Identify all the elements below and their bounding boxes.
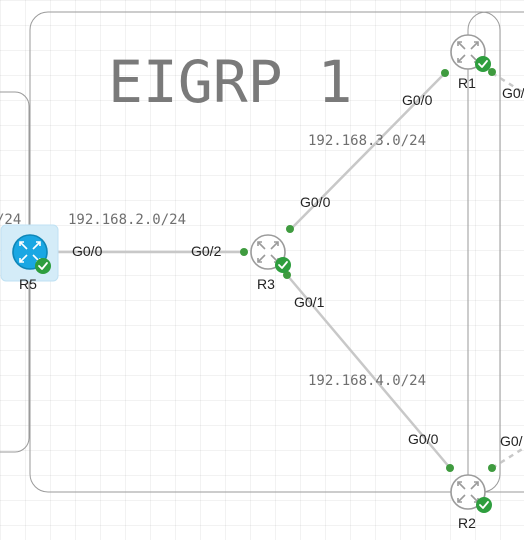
iface-label-r1-g00: G0/0 bbox=[402, 92, 433, 108]
status-check-icon bbox=[274, 256, 292, 274]
link-r3-r1[interactable] bbox=[289, 72, 446, 231]
router-label-r2: R2 bbox=[458, 515, 476, 531]
subnet-label-r5-r3: 192.168.2.0/24 bbox=[68, 212, 186, 228]
router-label-r3: R3 bbox=[257, 276, 275, 292]
router-r3[interactable]: R3 bbox=[250, 234, 292, 292]
router-label-r5: R5 bbox=[19, 276, 37, 292]
status-check-icon bbox=[34, 257, 52, 275]
link-r1-right-dashed[interactable] bbox=[491, 71, 524, 95]
router-r1[interactable]: R1 bbox=[450, 34, 492, 91]
right-neighbor-area-box[interactable] bbox=[467, 11, 524, 493]
port-dot-r3-g02 bbox=[240, 248, 248, 256]
port-dot-r3-g00 bbox=[286, 225, 294, 233]
router-r2[interactable]: R2 bbox=[450, 474, 493, 531]
iface-label-r2-right: G0/ bbox=[500, 433, 523, 449]
iface-label-r3-g01: G0/1 bbox=[294, 294, 325, 310]
status-check-icon bbox=[474, 55, 492, 73]
link-r2-right-dashed[interactable] bbox=[491, 446, 524, 470]
iface-label-r5-g00: G0/0 bbox=[72, 243, 103, 259]
router-label-r1: R1 bbox=[458, 75, 476, 91]
iface-label-r2-g00: G0/0 bbox=[408, 431, 439, 447]
link-r3-r2[interactable] bbox=[286, 274, 451, 469]
status-check-icon bbox=[475, 496, 493, 514]
router-r5[interactable]: R5 bbox=[0, 224, 59, 292]
subnet-label-r3-r2: 192.168.4.0/24 bbox=[308, 373, 426, 389]
iface-label-r3-g02: G0/2 bbox=[191, 243, 222, 259]
iface-label-r3-g00: G0/0 bbox=[300, 194, 331, 210]
subnet-label-r3-r1: 192.168.3.0/24 bbox=[308, 133, 426, 149]
subnet-label-left-cut: /24 bbox=[0, 212, 21, 228]
port-dot-r1-g00 bbox=[441, 69, 449, 77]
iface-label-r1-right: G0/ bbox=[502, 85, 524, 101]
port-dot-r2-right bbox=[488, 464, 496, 472]
area-title: EIGRP 1 bbox=[108, 48, 352, 116]
port-dot-r1-right bbox=[488, 68, 496, 76]
port-dot-r3-g01 bbox=[283, 271, 291, 279]
port-dot-r2-g00 bbox=[446, 464, 454, 472]
